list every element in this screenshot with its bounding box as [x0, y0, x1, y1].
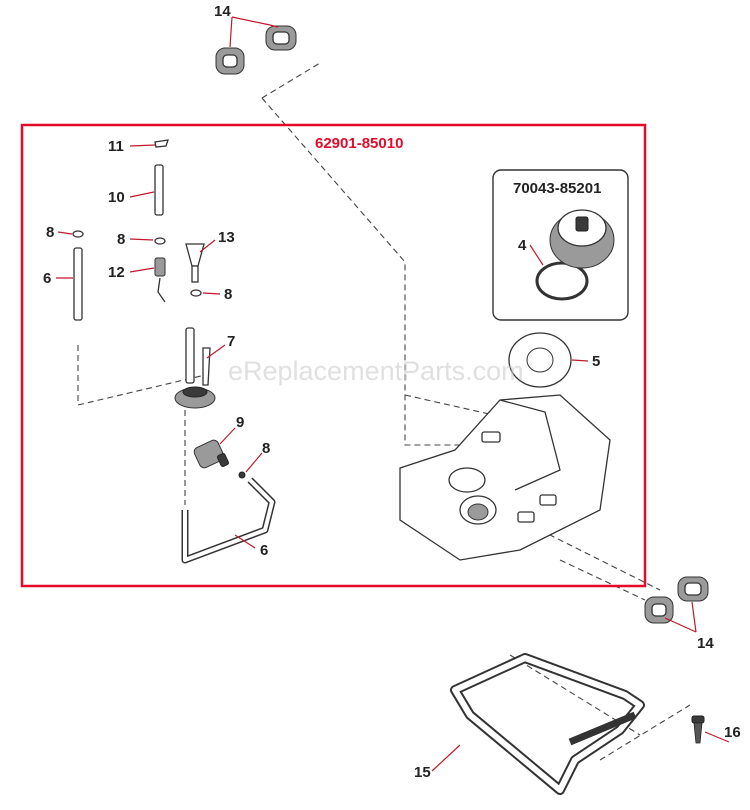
callout-8-right[interactable]: 8	[224, 286, 232, 303]
callout-5[interactable]: 5	[592, 353, 600, 370]
clamp-right[interactable]	[190, 289, 202, 297]
callout-4[interactable]: 4	[518, 237, 527, 254]
fuel-hose-lower[interactable]	[181, 477, 276, 564]
callout-16[interactable]: 16	[724, 724, 741, 741]
tank-guard-frame[interactable]	[450, 653, 645, 795]
callout-15[interactable]: 15	[414, 764, 431, 781]
callout-7[interactable]: 7	[227, 333, 235, 350]
cap-gasket[interactable]	[535, 261, 589, 301]
fuel-clip[interactable]	[154, 139, 169, 148]
assembly-dashed-lines	[77, 62, 691, 761]
callout-11[interactable]: 11	[108, 138, 124, 155]
callout-8-filter[interactable]: 8	[262, 440, 270, 457]
grommet-lower-right[interactable]	[677, 576, 709, 602]
fuel-cap[interactable]	[549, 209, 615, 269]
clamp-mid[interactable]	[154, 237, 166, 245]
fuel-tube-left[interactable]	[73, 247, 83, 321]
fuel-filter[interactable]	[193, 439, 230, 470]
callout-8-left[interactable]: 8	[46, 224, 54, 241]
callout-14-lower[interactable]: 14	[697, 635, 714, 652]
clamp-filter[interactable]	[238, 471, 246, 479]
kit-code-label[interactable]: 62901-85010	[315, 135, 403, 152]
tube-fitting[interactable]	[154, 257, 166, 303]
grommet-top-right[interactable]	[265, 25, 297, 51]
callout-12[interactable]: 12	[108, 264, 125, 281]
callout-6-left[interactable]: 6	[43, 270, 51, 287]
fuel-grommet[interactable]	[174, 327, 216, 409]
callout-6-lower[interactable]: 6	[260, 542, 268, 559]
callout-9[interactable]: 9	[236, 414, 244, 431]
tank-vent[interactable]	[185, 243, 205, 283]
callout-13[interactable]: 13	[218, 229, 235, 246]
leader-lines	[56, 16, 730, 772]
cap-kit-code-label[interactable]: 70043-85201	[513, 180, 601, 197]
callout-14-top[interactable]: 14	[214, 3, 231, 20]
fuel-tank[interactable]	[399, 394, 611, 561]
grommet-top-left[interactable]	[215, 47, 245, 75]
callout-10[interactable]: 10	[108, 189, 125, 206]
kit-boundary	[20, 123, 647, 588]
watermark: eReplacementParts.com	[228, 356, 524, 386]
frame-screw[interactable]	[691, 715, 705, 744]
callout-8-mid[interactable]: 8	[117, 231, 125, 248]
grommet-lower-left[interactable]	[644, 596, 674, 624]
fuel-tube-upper[interactable]	[154, 164, 164, 216]
clamp-left[interactable]	[72, 230, 84, 238]
